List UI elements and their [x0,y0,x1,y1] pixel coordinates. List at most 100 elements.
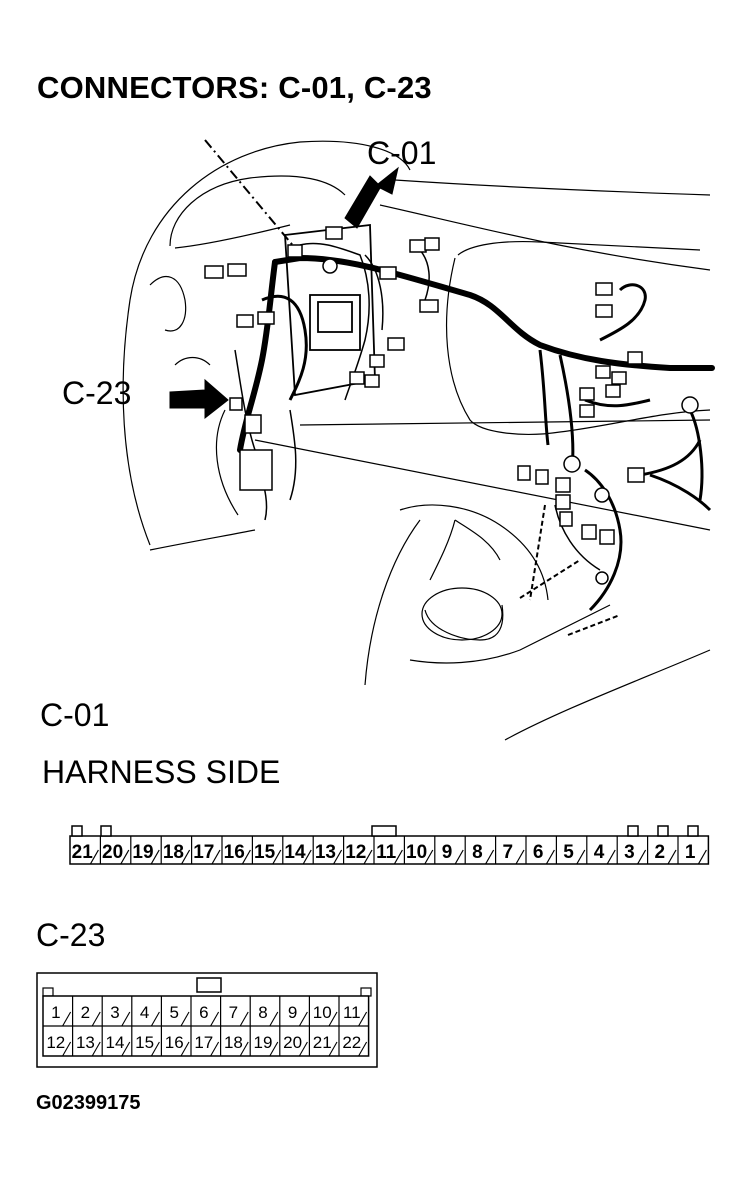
c01-pin-tick [181,849,191,865]
c01-pin-label: 9 [442,842,453,863]
c01-pin-label: 17 [193,842,214,863]
c01-lock-tab [687,825,699,837]
c23-pin-tick [328,1011,338,1027]
c23-pin-label: 20 [283,1033,302,1052]
c01-pin-tick [120,849,130,865]
c23-pin-tick [91,1041,101,1057]
c01-lock-tab [627,825,639,837]
c01-pin-label: 14 [284,842,306,863]
c01-pin-tick [272,849,282,865]
c23-pin-label: 11 [343,1003,361,1022]
c01-lock-tab [657,825,669,837]
c01-pin-tick [545,849,555,865]
c01-pin-tick [89,849,99,865]
c01-lock-tab [371,825,397,837]
c01-pin-tick [211,849,221,865]
c01-lock-tab [71,825,83,837]
c23-pin-label: 22 [342,1033,361,1052]
c23-pin-label: 14 [106,1033,125,1052]
c01-pin-label: 15 [254,842,276,863]
c01-pin-label: 12 [345,842,366,863]
c23-pin-label: 6 [199,1003,208,1022]
c23-pin-tick [210,1011,220,1027]
figure-id: G02399175 [36,1092,141,1114]
c23-pin-label: 15 [135,1033,154,1052]
c23-pin-label: 17 [194,1033,213,1052]
c01-pin-label: 5 [563,842,574,863]
c01-pin-tick [302,849,312,865]
c23-pin-label: 13 [76,1033,95,1052]
c23-pin-label: 3 [110,1003,119,1022]
c23-pin-label: 10 [313,1003,332,1022]
c01-pin-label: 2 [655,842,666,863]
c01-pin-label: 19 [132,842,153,863]
c23-pin-tick [358,1011,368,1027]
c23-pin-tick [62,1041,72,1057]
c23-pin-tick [150,1041,160,1057]
c01-pin-tick [150,849,160,865]
c23-pin-label: 1 [51,1003,60,1022]
c23-pin-tick [121,1041,131,1057]
c23-pin-label: 16 [165,1033,184,1052]
c23-pin-tick [210,1041,220,1057]
c23-pin-tick [298,1041,308,1057]
c01-pin-label: 3 [624,842,635,863]
c01-pin-tick [515,849,525,865]
c23-pin-label: 7 [229,1003,238,1022]
c23-pin-tick [239,1011,249,1027]
c01-pin-tick [241,849,251,865]
c23-pin-tick [269,1041,279,1057]
c23-pin-tick [121,1011,131,1027]
c01-pin-tick [637,849,647,865]
c01-pin-tick [393,849,403,865]
c01-pin-tick [485,849,495,865]
c01-pin-tick [576,849,586,865]
c01-pin-label: 21 [72,842,94,863]
c01-pin-label: 4 [594,842,605,863]
c23-pin-label: 12 [46,1033,65,1052]
c01-pin-label: 11 [376,842,397,863]
c01-pin-label: 18 [163,842,184,863]
c01-pin-label: 20 [102,842,123,863]
c01-pin-label: 13 [315,842,336,863]
c23-pin-tick [180,1041,190,1057]
c01-pin-label: 16 [224,842,245,863]
c01-pin-tick [424,849,434,865]
c23-pin-label: 2 [81,1003,90,1022]
c01-pin-tick [667,849,677,865]
connector-c23-title: C-23 [36,917,106,953]
c01-pin-tick [363,849,373,865]
c01-pin-tick [697,849,707,865]
c23-pin-tick [328,1041,338,1057]
c23-pin-label: 18 [224,1033,243,1052]
c01-pin-label: 10 [406,842,427,863]
c23-pin-tick [180,1011,190,1027]
c23-pin-label: 5 [169,1003,178,1022]
c23-pin-label: 21 [313,1033,332,1052]
c23-pin-label: 19 [254,1033,273,1052]
c23-pin-tick [91,1011,101,1027]
c01-pin-label: 6 [533,842,544,863]
connector-c01-title: C-01 [40,697,110,733]
c01-pin-tick [333,849,343,865]
c23-pin-tick [62,1011,72,1027]
c23-lock-tab [196,977,222,993]
c01-pin-tick [606,849,616,865]
connector-c01-subtitle: HARNESS SIDE [42,754,281,790]
c23-pin-label: 9 [288,1003,297,1022]
c23-pin-tick [150,1011,160,1027]
page-title: CONNECTORS: C-01, C-23 [37,70,432,105]
c01-pin-tick [454,849,464,865]
c23-pin-tick [298,1011,308,1027]
c23-pin-tick [358,1041,368,1057]
c23-guide-tab [42,987,54,997]
c01-pin-label: 1 [685,842,696,863]
c23-guide-tab [360,987,372,997]
c23-pin-label: 8 [258,1003,267,1022]
c01-pin-label: 7 [503,842,514,863]
c01-pin-label: 8 [472,842,483,863]
callout-c23-label: C-23 [62,375,132,411]
